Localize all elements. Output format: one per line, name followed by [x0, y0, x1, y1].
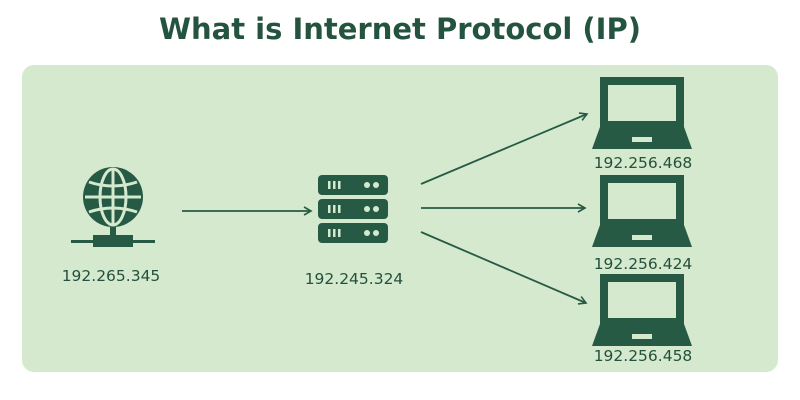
- arrow-server-to-laptop-3: [420, 231, 588, 305]
- server-icon: [318, 175, 388, 243]
- laptop-icon: [592, 179, 692, 247]
- laptop-1-ip-label: 192.256.468: [594, 154, 693, 172]
- laptop-icon: [592, 278, 692, 346]
- laptop-2-ip-label: 192.256.424: [594, 255, 693, 273]
- laptop-icon: [592, 81, 692, 149]
- page-title: What is Internet Protocol (IP): [159, 12, 641, 46]
- internet-ip-label: 192.265.345: [62, 267, 161, 285]
- globe-network-icon: [71, 167, 155, 247]
- laptop-3-ip-label: 192.256.458: [594, 347, 693, 365]
- arrow-server-to-laptop-1: [420, 112, 589, 185]
- server-ip-label: 192.245.324: [305, 270, 404, 288]
